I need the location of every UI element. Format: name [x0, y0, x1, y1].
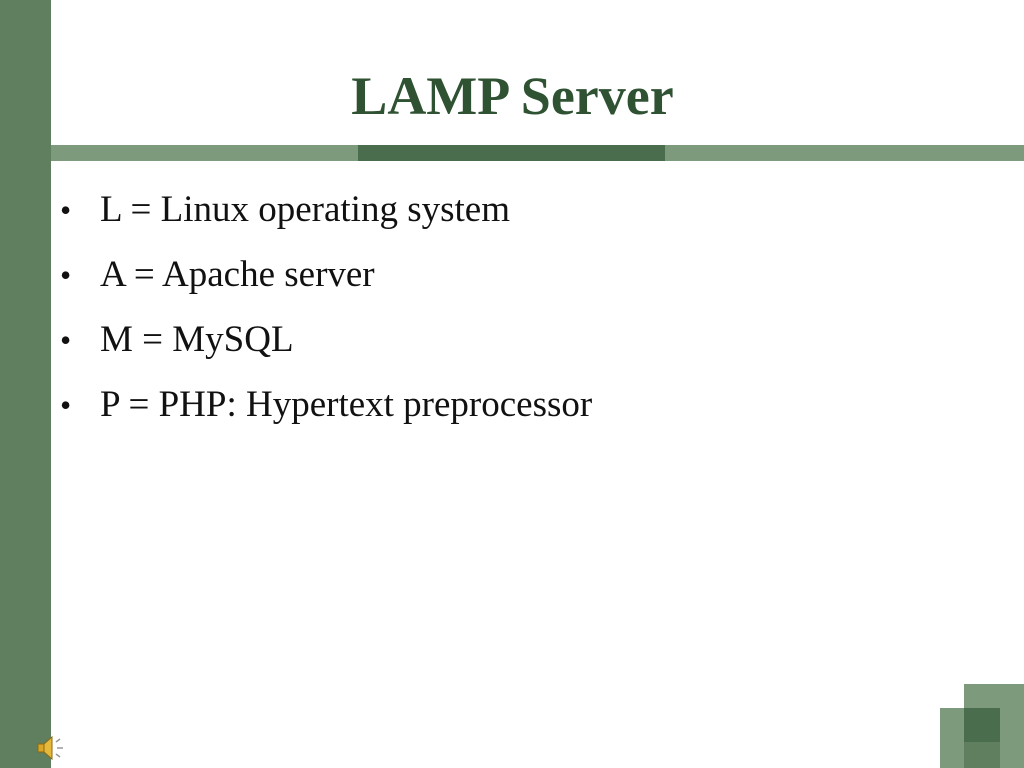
bullet-text: A = Apache server: [100, 254, 375, 295]
bullet-list: • L = Linux operating system • A = Apach…: [60, 188, 592, 448]
corner-decoration: [964, 708, 1000, 742]
bullet-item: • P = PHP: Hypertext preprocessor: [60, 383, 592, 448]
corner-decoration: [1000, 742, 1024, 768]
speaker-icon-graphic: [37, 735, 63, 761]
left-accent-bar: [0, 0, 51, 768]
corner-decoration: [964, 684, 1024, 708]
slide-title: LAMP Server: [351, 66, 674, 126]
speaker-icon[interactable]: [36, 734, 68, 762]
bullet-marker: •: [60, 387, 72, 423]
bullet-item: • M = MySQL: [60, 318, 592, 383]
corner-decoration: [940, 708, 964, 768]
bullet-item: • A = Apache server: [60, 253, 592, 318]
bullet-marker: •: [60, 192, 72, 228]
bullet-marker: •: [60, 322, 72, 358]
bullet-text: L = Linux operating system: [100, 189, 510, 230]
bullet-marker: •: [60, 257, 72, 293]
corner-decoration: [964, 742, 1000, 768]
title-divider-accent: [358, 145, 665, 161]
bullet-item: • L = Linux operating system: [60, 188, 592, 253]
bullet-text: P = PHP: Hypertext preprocessor: [100, 384, 593, 425]
bullet-text: M = MySQL: [100, 319, 294, 360]
corner-decoration: [1000, 708, 1024, 742]
